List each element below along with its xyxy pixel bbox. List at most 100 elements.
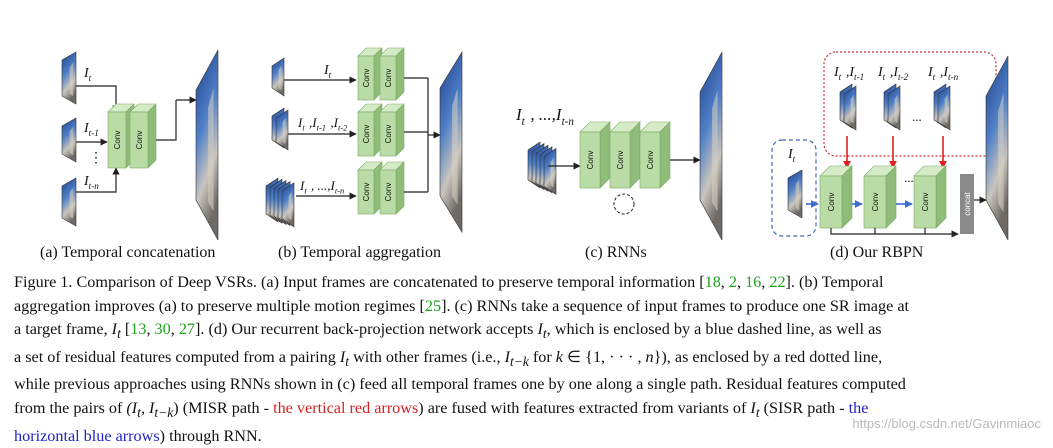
- frame-detail: [944, 94, 948, 124]
- conv-side-face: [935, 165, 947, 229]
- blue-arrows-text: horizontal blue arrows: [14, 426, 160, 445]
- concat-block: [960, 174, 974, 234]
- conv-front-face: [357, 111, 375, 157]
- conv-label: Conv: [827, 193, 836, 212]
- caption-line-7: horizontal blue arrows) through RNN.: [14, 426, 262, 445]
- frame-detail: [998, 92, 1004, 213]
- conv-side-face: [599, 121, 611, 189]
- connector-line: [76, 167, 120, 193]
- conv-block: Conv: [379, 103, 405, 157]
- conv-front-face: [379, 55, 397, 101]
- figure-caption: Figure 1. Comparison of Deep VSRs. (a) I…: [14, 271, 1040, 448]
- conv-side-face: [841, 165, 853, 229]
- frame-label: It ,It-2: [877, 65, 909, 82]
- citation[interactable]: 22: [769, 273, 786, 291]
- frame-detail: [69, 62, 74, 97]
- frame-detail: [850, 94, 854, 124]
- frame-detail: [278, 65, 282, 91]
- input-frame-thumbnail: [61, 117, 77, 163]
- conv-block: Conv: [579, 121, 611, 189]
- output-frame-thumbnail: [985, 55, 1009, 241]
- conv-front-face: [129, 111, 149, 169]
- conv-label: Conv: [586, 151, 595, 170]
- conv-label: Conv: [362, 125, 371, 144]
- frame-label: It-1: [83, 121, 100, 138]
- conv-side-face: [395, 161, 405, 215]
- conv-label: Conv: [646, 151, 655, 170]
- conv-side-face: [395, 103, 405, 157]
- conv-label: Conv: [616, 151, 625, 170]
- conv-side-face: [395, 47, 405, 101]
- conv-block: Conv: [863, 165, 897, 229]
- frame-detail: [69, 126, 74, 156]
- citation[interactable]: 16: [745, 273, 762, 291]
- citation[interactable]: 27: [178, 320, 196, 338]
- connector-line: [156, 100, 177, 141]
- conv-front-face: [639, 131, 661, 189]
- conv-block: Conv: [913, 165, 947, 229]
- target-frame-thumbnail: [787, 169, 803, 219]
- red-arrows-text: the vertical red arrows: [273, 398, 419, 417]
- frame-label: It ,It-1: [833, 65, 865, 82]
- frame-label: It: [323, 63, 332, 80]
- output-frame-thumbnail: [195, 49, 219, 241]
- conv-front-face: [609, 131, 631, 189]
- recurrent-loop: [613, 193, 635, 215]
- frame-detail: [452, 88, 458, 205]
- misr-region-border: [823, 51, 997, 157]
- conv-front-face: [379, 169, 397, 215]
- frame-detail: [712, 89, 718, 212]
- conv-label: Conv: [113, 131, 122, 150]
- connector-line: [830, 228, 926, 235]
- frame-label: It ,It-1 ,It-2: [297, 115, 348, 133]
- horizontal-ellipsis: ...: [912, 109, 922, 124]
- citation[interactable]: 18: [704, 273, 721, 291]
- citation[interactable]: 13: [130, 320, 147, 338]
- conv-front-face: [579, 131, 601, 189]
- caption-label: Figure 1.: [14, 273, 73, 291]
- horizontal-ellipsis: ...: [904, 170, 914, 185]
- caption-line-2: aggregation improves (a) to preserve mul…: [14, 296, 909, 315]
- caption-line-5: while previous approaches using RNNs sho…: [14, 375, 906, 394]
- input-frame-thumbnail: [61, 177, 77, 227]
- conv-label: Conv: [384, 69, 393, 88]
- conv-label: Conv: [384, 183, 393, 202]
- frame-detail: [795, 179, 800, 211]
- frame-label: It: [83, 66, 92, 83]
- citation[interactable]: 2: [728, 273, 737, 291]
- conv-side-face: [659, 121, 671, 189]
- conv-block: Conv: [357, 47, 383, 101]
- conv-block: Conv: [639, 121, 671, 189]
- conv-block: Conv: [129, 103, 157, 169]
- conv-block: Conv: [609, 121, 641, 189]
- input-frame-thumbnail: [543, 147, 557, 195]
- blue-arrows-text: the: [848, 398, 869, 417]
- frame-label: It ,It-n: [927, 65, 959, 82]
- conv-label: Conv: [135, 131, 144, 150]
- conv-block: Conv: [379, 161, 405, 215]
- caption-line-6: from the pairs of (It, It−k) (MISR path …: [14, 398, 869, 421]
- citation[interactable]: 30: [154, 320, 171, 338]
- concat-label: concat: [963, 191, 972, 215]
- conv-front-face: [379, 111, 397, 157]
- frame-label: It-n: [83, 174, 100, 191]
- watermark: https://blog.csdn.net/Gavinmiaoc: [852, 416, 1041, 431]
- input-frame-thumbnail: [937, 85, 951, 131]
- connector-line: [76, 85, 120, 113]
- conv-label: Conv: [384, 125, 393, 144]
- conv-front-face: [107, 111, 127, 169]
- frame-label: It: [787, 147, 796, 164]
- frame-detail: [69, 187, 74, 219]
- conv-block: Conv: [379, 47, 405, 101]
- conv-block: Conv: [357, 103, 383, 157]
- caption-line-4: a set of residual features computed from…: [14, 347, 883, 369]
- conv-front-face: [357, 169, 375, 215]
- output-frame-thumbnail: [439, 50, 463, 234]
- output-frame-thumbnail: [699, 51, 723, 241]
- subcaption-b: (b) Temporal aggregation: [278, 244, 441, 261]
- input-frame-thumbnail: [281, 182, 295, 228]
- citation[interactable]: 25: [424, 296, 442, 315]
- subcaption-a: (a) Temporal concatenation: [40, 244, 216, 261]
- conv-label: Conv: [921, 193, 930, 212]
